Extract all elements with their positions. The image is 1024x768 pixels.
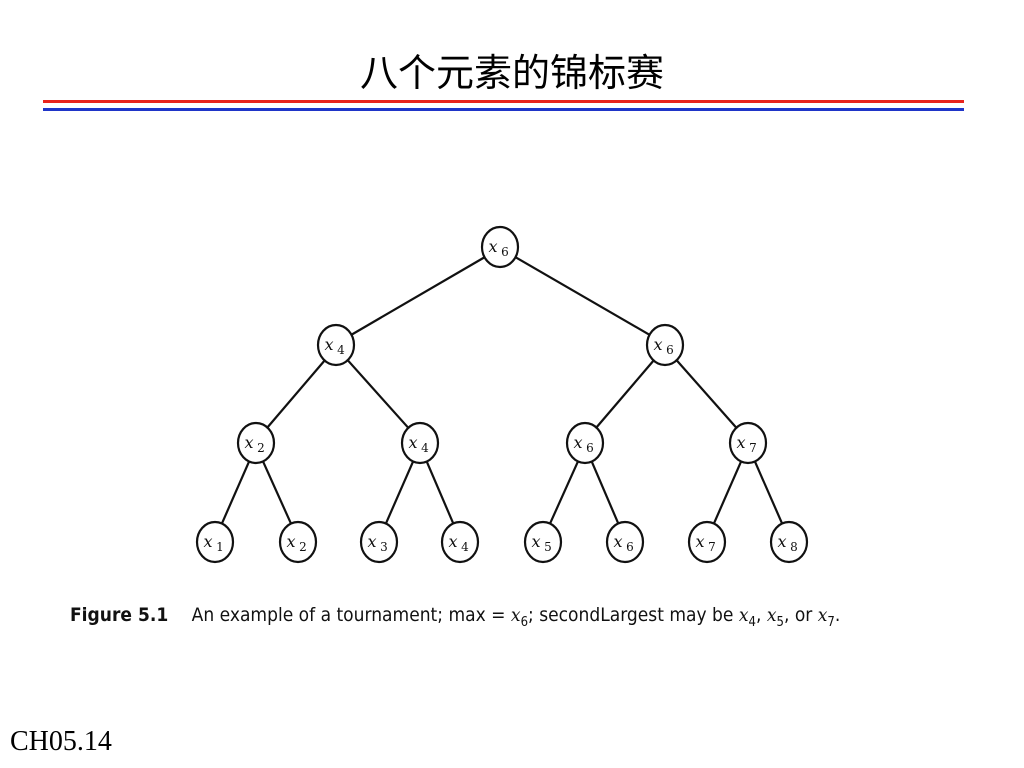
tree-edge-l1b-l2d [675, 359, 738, 429]
tree-edge-l2a-leaf2 [262, 460, 292, 525]
tree-node-circle [645, 323, 685, 367]
tree-node-circle [278, 520, 318, 564]
tree-node-circle [728, 421, 768, 465]
tree-node-label: x [653, 335, 662, 354]
tree-node-label: x [244, 433, 253, 452]
caption-candidate-2-var: x [766, 604, 777, 626]
caption-candidate-3-sub: 7 [827, 614, 835, 630]
tree-node-label: x [695, 532, 704, 551]
tree-node-circle [605, 520, 645, 564]
caption-end: . [834, 604, 841, 626]
figure-caption: Figure 5.1 An example of a tournament; ma… [70, 604, 880, 630]
caption-text-1: An example of a tournament; max = [191, 604, 511, 626]
title-rule-blue [43, 108, 964, 111]
caption-sep-2: , or [783, 604, 818, 626]
tree-edge-l2d-leaf7 [712, 461, 743, 524]
title-rule-red [43, 100, 964, 103]
caption-candidate-3-var: x [817, 604, 828, 626]
tree-node-circle [236, 421, 276, 465]
tree-node-subscript: 1 [216, 540, 224, 554]
tree-edge-root-l1b [514, 256, 651, 336]
figure-label: Figure 5.1 [70, 604, 169, 626]
tree-node-subscript: 4 [337, 343, 345, 357]
tree-node-label: x [408, 433, 417, 452]
caption-candidate-1-sub: 4 [748, 614, 756, 630]
tree-node-subscript: 2 [257, 441, 265, 455]
tree-node-subscript: 7 [708, 540, 716, 554]
tree-node-circle [359, 520, 399, 564]
tree-node-subscript: 4 [421, 441, 429, 455]
tree-node-circle [480, 225, 520, 269]
slide-title: 八个元素的锦标赛 [359, 51, 664, 95]
tree-node-label: x [777, 532, 786, 551]
tree-node-label: x [286, 532, 295, 551]
tree-node-circle [523, 520, 563, 564]
tree-node-label: x [203, 532, 212, 551]
tree-edge-l1a-l2a [266, 359, 326, 429]
tree-node-subscript: 6 [586, 441, 594, 455]
tree-node-label: x [448, 532, 457, 551]
caption-text-2: ; secondLargest may be [528, 604, 739, 626]
caption-candidate-2-sub: 5 [776, 614, 784, 630]
tree-node-circle [440, 520, 480, 564]
tree-node-subscript: 4 [461, 540, 469, 554]
tree-edge-l2c-leaf6 [590, 461, 620, 524]
tree-node-label: x [324, 335, 333, 354]
caption-max-var: x [510, 604, 521, 626]
tree-node-label: x [573, 433, 582, 452]
tree-node-label: x [531, 532, 540, 551]
caption-candidate-1-var: x [738, 604, 749, 626]
tree-edges [220, 256, 784, 525]
slide-footer-code: CH05.14 [10, 726, 112, 757]
tree-node-circle [565, 421, 605, 465]
tree-node-label: x [367, 532, 376, 551]
tree-node-label: x [613, 532, 622, 551]
caption-sep-1: , [755, 604, 767, 626]
tree-edge-l2b-leaf4 [425, 461, 455, 524]
tree-node-subscript: 7 [749, 441, 757, 455]
tree-edge-l2c-leaf5 [549, 460, 579, 525]
tree-node-subscript: 8 [790, 540, 798, 554]
tree-edge-l1a-l2b [346, 359, 410, 429]
tree-node-subscript: 6 [626, 540, 634, 554]
tree-node-subscript: 2 [299, 540, 307, 554]
tree-node-subscript: 3 [380, 540, 388, 554]
tree-edge-l1b-l2c [595, 359, 655, 429]
tree-edge-root-l1a [350, 256, 486, 336]
tree-edge-l2a-leaf1 [220, 461, 251, 524]
tree-node-subscript: 6 [501, 245, 509, 259]
tree-node-label: x [488, 237, 497, 256]
tree-node-subscript: 6 [666, 343, 674, 357]
tree-node-circle [195, 520, 235, 564]
caption-max-sub: 6 [520, 614, 529, 630]
tree-node-circle [687, 520, 727, 564]
tree-edge-l2d-leaf8 [753, 461, 784, 524]
tree-node-circle [400, 421, 440, 465]
tree-node-label: x [736, 433, 745, 452]
tree-node-subscript: 5 [544, 540, 552, 554]
tree-edge-l2b-leaf3 [384, 461, 415, 524]
tree-node-circle [769, 520, 809, 564]
tree-node-circle [316, 323, 356, 367]
